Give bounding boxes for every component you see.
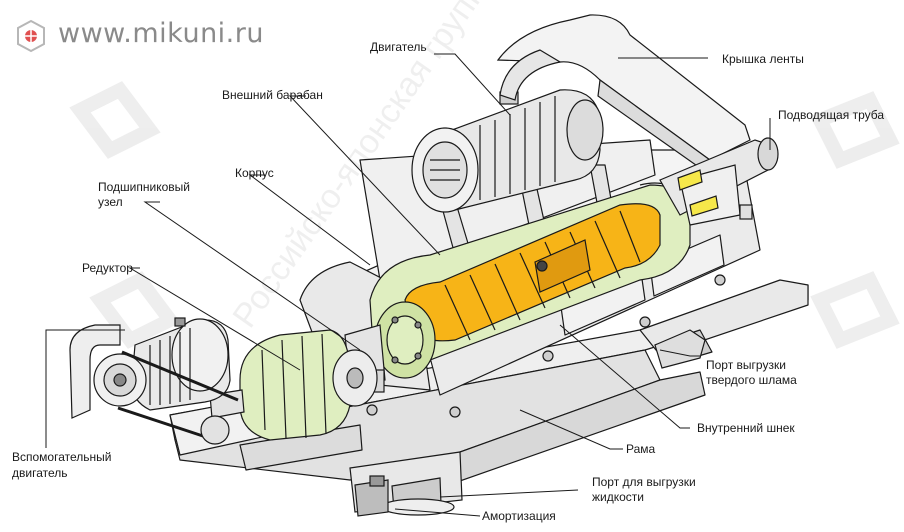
label-inner-screw: Внутренний шнек bbox=[697, 421, 795, 435]
label-aux-motor-line2: двигатель bbox=[12, 466, 68, 480]
solids-discharge-port bbox=[654, 329, 706, 369]
leader-outer-drum bbox=[288, 95, 441, 256]
mikuni-logo-icon bbox=[17, 19, 45, 53]
label-frame: Рама bbox=[626, 442, 656, 456]
label-motor: Двигатель bbox=[370, 40, 427, 54]
label-feed-pipe: Подводящая труба bbox=[778, 108, 885, 122]
gearbox bbox=[209, 329, 378, 441]
label-solids-port-line1: Порт выгрузки bbox=[706, 358, 786, 372]
leader-aux-motor bbox=[45, 329, 125, 448]
label-liquid-port-line1: Порт для выгрузки bbox=[592, 475, 696, 489]
leader-gearbox bbox=[128, 267, 301, 371]
label-housing: Корпус bbox=[235, 166, 274, 180]
leader-frame bbox=[519, 409, 623, 450]
label-damping: Амортизация bbox=[482, 509, 556, 523]
leader-solids-port bbox=[659, 349, 700, 357]
belt-cover bbox=[496, 14, 751, 177]
leader-motor bbox=[434, 53, 511, 116]
label-belt-cover: Крышка ленты bbox=[722, 52, 804, 66]
aux-motor bbox=[69, 317, 239, 445]
leader-housing bbox=[248, 174, 371, 266]
leader-liquid-port bbox=[439, 489, 579, 498]
leader-damping bbox=[394, 508, 481, 517]
site-url: www.mikuni.ru bbox=[58, 18, 264, 49]
label-aux-motor-line1: Вспомогательный bbox=[12, 450, 112, 464]
leader-inner-screw bbox=[559, 324, 690, 429]
leader-bearing bbox=[143, 201, 361, 351]
damping-mount bbox=[354, 475, 389, 517]
label-liquid-port-line2: жидкости bbox=[592, 490, 644, 504]
label-solids-port-line2: твердого шлама bbox=[706, 373, 797, 387]
leader-lines bbox=[45, 53, 771, 517]
label-gearbox: Редуктор bbox=[82, 261, 133, 275]
label-outer-drum: Внешний барабан bbox=[222, 88, 323, 102]
feed-pipe bbox=[659, 137, 779, 226]
main-motor bbox=[411, 89, 604, 213]
label-bearing-line1: Подшипниковый bbox=[98, 180, 190, 194]
label-bearing-line2: узел bbox=[98, 195, 123, 209]
